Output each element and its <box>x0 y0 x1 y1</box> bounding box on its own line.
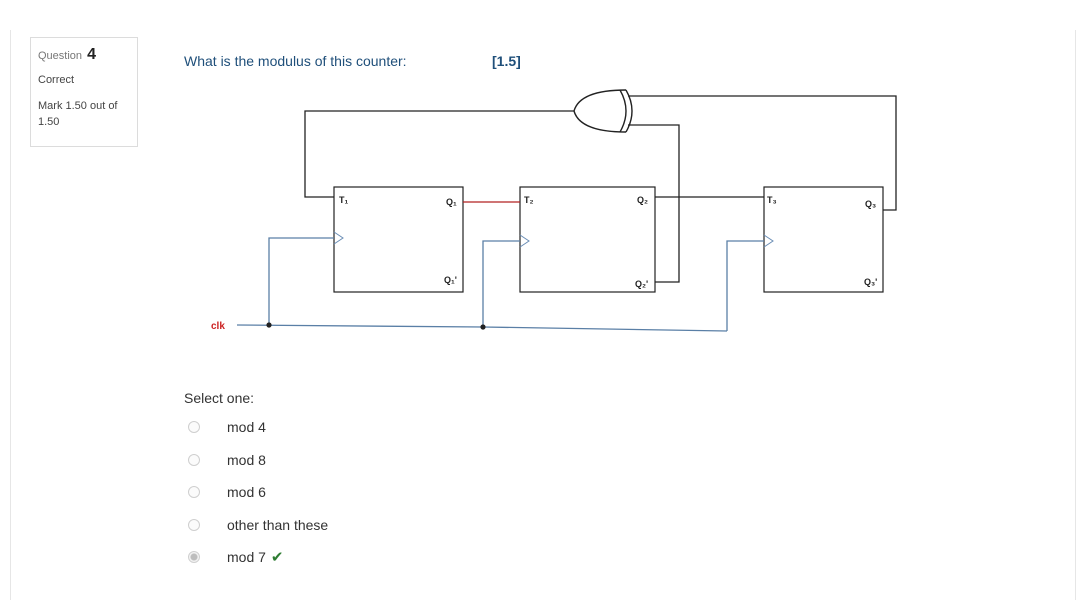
flipflop-2 <box>519 186 656 293</box>
question-text: What is the modulus of this counter: <box>184 53 407 69</box>
clock-junction-2 <box>480 324 486 330</box>
flipflop-1 <box>333 186 464 293</box>
xor-gate <box>573 89 633 133</box>
question-number: Question 4 <box>38 46 96 63</box>
answer-label[interactable]: mod 7 <box>227 549 266 565</box>
ff1-input-label: T₁ <box>339 195 348 205</box>
question-marks: [1.5] <box>492 53 521 69</box>
ff2-qbar-label: Q₂' <box>635 279 648 289</box>
radio-button-selected[interactable] <box>188 551 200 563</box>
clock-wires <box>236 237 764 332</box>
answer-option-2[interactable]: mod 8 <box>188 450 328 470</box>
ff2-q-label: Q₂ <box>637 195 648 205</box>
answer-option-3[interactable]: mod 6 <box>188 482 328 502</box>
correct-check-icon: ✔ <box>270 549 284 566</box>
clock-input-1 <box>333 231 344 245</box>
answer-label[interactable]: mod 8 <box>227 451 266 468</box>
ff3-qbar-label: Q₃' <box>864 277 877 287</box>
answer-option-1[interactable]: mod 4 <box>188 417 328 437</box>
ff3-q-label: Q₃ <box>865 199 876 209</box>
answer-label[interactable]: mod 4 <box>227 419 266 435</box>
select-one-prompt: Select one: <box>184 390 255 406</box>
question-info-panel: Question 4 Correct Mark 1.50 out of 1.50 <box>30 37 138 147</box>
answer-options: mod 4 mod 8 mod 6 other than these mod 7… <box>188 417 328 580</box>
ff2-input-label: T₂ <box>524 195 534 205</box>
ff1-qbar-label: Q₁' <box>444 275 457 285</box>
answer-option-5[interactable]: mod 7 ✔ <box>188 547 328 567</box>
question-frame <box>10 30 1076 600</box>
radio-button[interactable] <box>188 421 200 433</box>
clock-input-2 <box>519 234 530 248</box>
answer-label[interactable]: other than these <box>227 516 329 533</box>
flipflop-3 <box>763 186 884 293</box>
ff1-q-label: Q₁ <box>446 197 457 207</box>
radio-button[interactable] <box>188 453 200 466</box>
feedback-wires <box>304 95 897 283</box>
question-grade: Mark 1.50 out of 1.50 <box>38 100 118 128</box>
radio-button[interactable] <box>188 486 200 498</box>
clock-label: clk <box>211 321 225 332</box>
answer-label[interactable]: mod 6 <box>227 484 266 500</box>
answer-option-4[interactable]: other than these <box>188 515 328 535</box>
clock-junction-1 <box>266 322 272 328</box>
radio-button[interactable] <box>188 518 200 531</box>
ff3-input-label: T₃ <box>767 195 777 205</box>
clock-input-3 <box>763 234 774 248</box>
question-state: Correct <box>38 74 75 86</box>
